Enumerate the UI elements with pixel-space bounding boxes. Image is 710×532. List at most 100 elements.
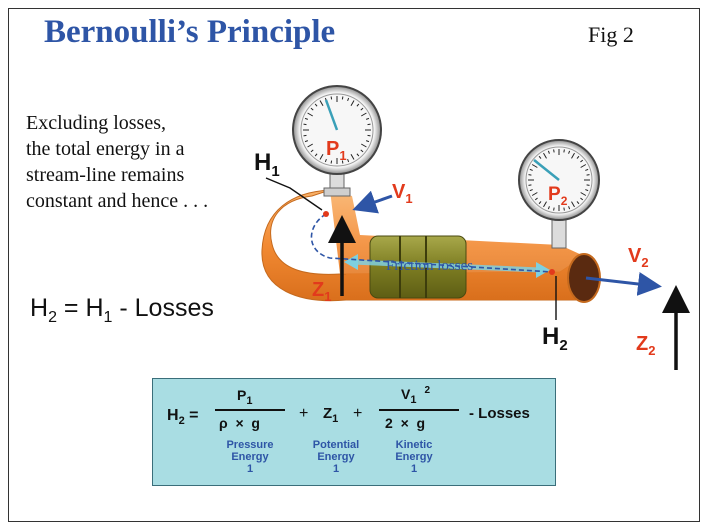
pressure-denominator: ρ × g	[219, 415, 260, 431]
intro-text: Excluding losses, the total energy in a …	[26, 110, 208, 214]
pressure-gauge-2	[518, 139, 600, 249]
gauge-tick	[529, 189, 533, 192]
gauge-tick	[360, 107, 364, 111]
gauge-tick	[586, 174, 590, 176]
gauge-tick	[303, 134, 307, 137]
gauge-tick	[360, 112, 367, 117]
gauge-tick	[585, 168, 589, 171]
gauge-tick	[571, 152, 575, 159]
intro-line: stream-line remains	[26, 164, 185, 186]
friction-arrow	[351, 259, 541, 273]
friction-label: Friction losses	[386, 258, 473, 274]
gauge-tick	[576, 155, 580, 159]
gauge-tick	[547, 150, 550, 154]
gauge-tick	[347, 158, 350, 163]
v2-label: V2	[628, 245, 649, 270]
gauge-tick	[568, 206, 571, 210]
h1-label: H1	[254, 149, 280, 180]
losses-term: - Losses	[469, 405, 530, 422]
gauge-tick	[528, 174, 532, 176]
gauge-tick	[531, 192, 538, 196]
formula-lhs: H2 =	[167, 407, 199, 428]
gauge-tick	[563, 207, 565, 211]
gauge-tick	[531, 164, 538, 168]
gauge-tick	[547, 206, 550, 210]
gauge-tick	[580, 159, 584, 163]
gauge-tick	[538, 201, 542, 205]
v1-label: V1	[392, 181, 413, 206]
gauge-tick	[319, 100, 324, 107]
gauge-tick	[307, 143, 314, 148]
gauge-1-label: P1	[326, 138, 347, 163]
gauge-tick	[347, 97, 350, 102]
gauge-tick	[367, 134, 371, 137]
gauge-tick	[356, 103, 360, 107]
gauge-tick	[580, 197, 584, 201]
eq-rhs-sub: 1	[103, 309, 113, 326]
friction-arrow-head-right	[536, 262, 550, 278]
intro-line: Excluding losses,	[26, 112, 166, 134]
friction-arrow-head-left	[344, 254, 358, 270]
gauge-tick	[341, 160, 344, 164]
eq-lhs: H	[30, 294, 49, 322]
gauge-tick	[304, 140, 309, 143]
eq-rhs: H	[85, 294, 104, 322]
intro-line: constant and hence . . .	[26, 190, 209, 212]
eq-lhs-sub: 2	[48, 309, 57, 326]
gauge-tick	[553, 207, 555, 211]
gauge-tick	[568, 150, 571, 154]
potential-term: Z1	[323, 405, 339, 425]
eq-losses: - Losses	[112, 294, 214, 322]
gauge-tick	[576, 201, 580, 205]
gauge-tick	[585, 189, 589, 192]
gauge-tick	[367, 123, 371, 126]
v2-arrow	[585, 272, 662, 296]
gauge-tick	[307, 112, 314, 117]
gauge-tick	[356, 153, 360, 157]
pressure-fraction-bar	[215, 409, 285, 411]
z1-label: Z1	[312, 279, 331, 304]
point-2	[549, 269, 555, 275]
gauge-tick	[319, 153, 324, 160]
gauge-tick	[543, 152, 547, 159]
kinetic-denominator: 2 × g	[385, 415, 426, 431]
gauge-2-label: P2	[548, 184, 568, 208]
gauge-tick	[580, 192, 587, 196]
kinetic-fraction-bar	[379, 409, 459, 411]
gauge-tick	[534, 197, 538, 201]
gauge-tick	[529, 168, 533, 171]
gauge-tick	[314, 153, 318, 157]
z2-label: Z2	[636, 333, 655, 358]
pipe-outlet	[567, 253, 601, 303]
gauge-tick	[553, 149, 555, 153]
gauge-tick	[365, 117, 370, 120]
gauge-tick	[360, 149, 364, 153]
gauge-tick	[571, 201, 575, 208]
gauge-tick	[314, 103, 318, 107]
figure-number: Fig 2	[588, 22, 634, 47]
plus-1: +	[299, 405, 309, 422]
gauge-tick	[586, 184, 590, 186]
gauge-tick	[538, 155, 542, 159]
gauge-tick	[543, 201, 547, 208]
gauge-tick	[360, 143, 367, 148]
gauge-tick	[324, 158, 327, 163]
intro-line: the total energy in a	[26, 138, 185, 160]
gauge-tick	[528, 184, 532, 186]
gauge-tick	[310, 107, 314, 111]
gauge-tick	[330, 160, 333, 164]
plus-2: +	[353, 405, 363, 422]
slide-frame	[8, 8, 700, 522]
gauge-tick	[350, 100, 355, 107]
pressure-numerator: P1	[237, 387, 253, 407]
gauge-tick	[365, 140, 370, 143]
gauge-tick	[341, 96, 344, 100]
eq-equals: =	[56, 294, 86, 322]
gauge-tick	[563, 149, 565, 153]
gauge-tick	[303, 123, 307, 126]
h1-leader	[265, 177, 323, 211]
